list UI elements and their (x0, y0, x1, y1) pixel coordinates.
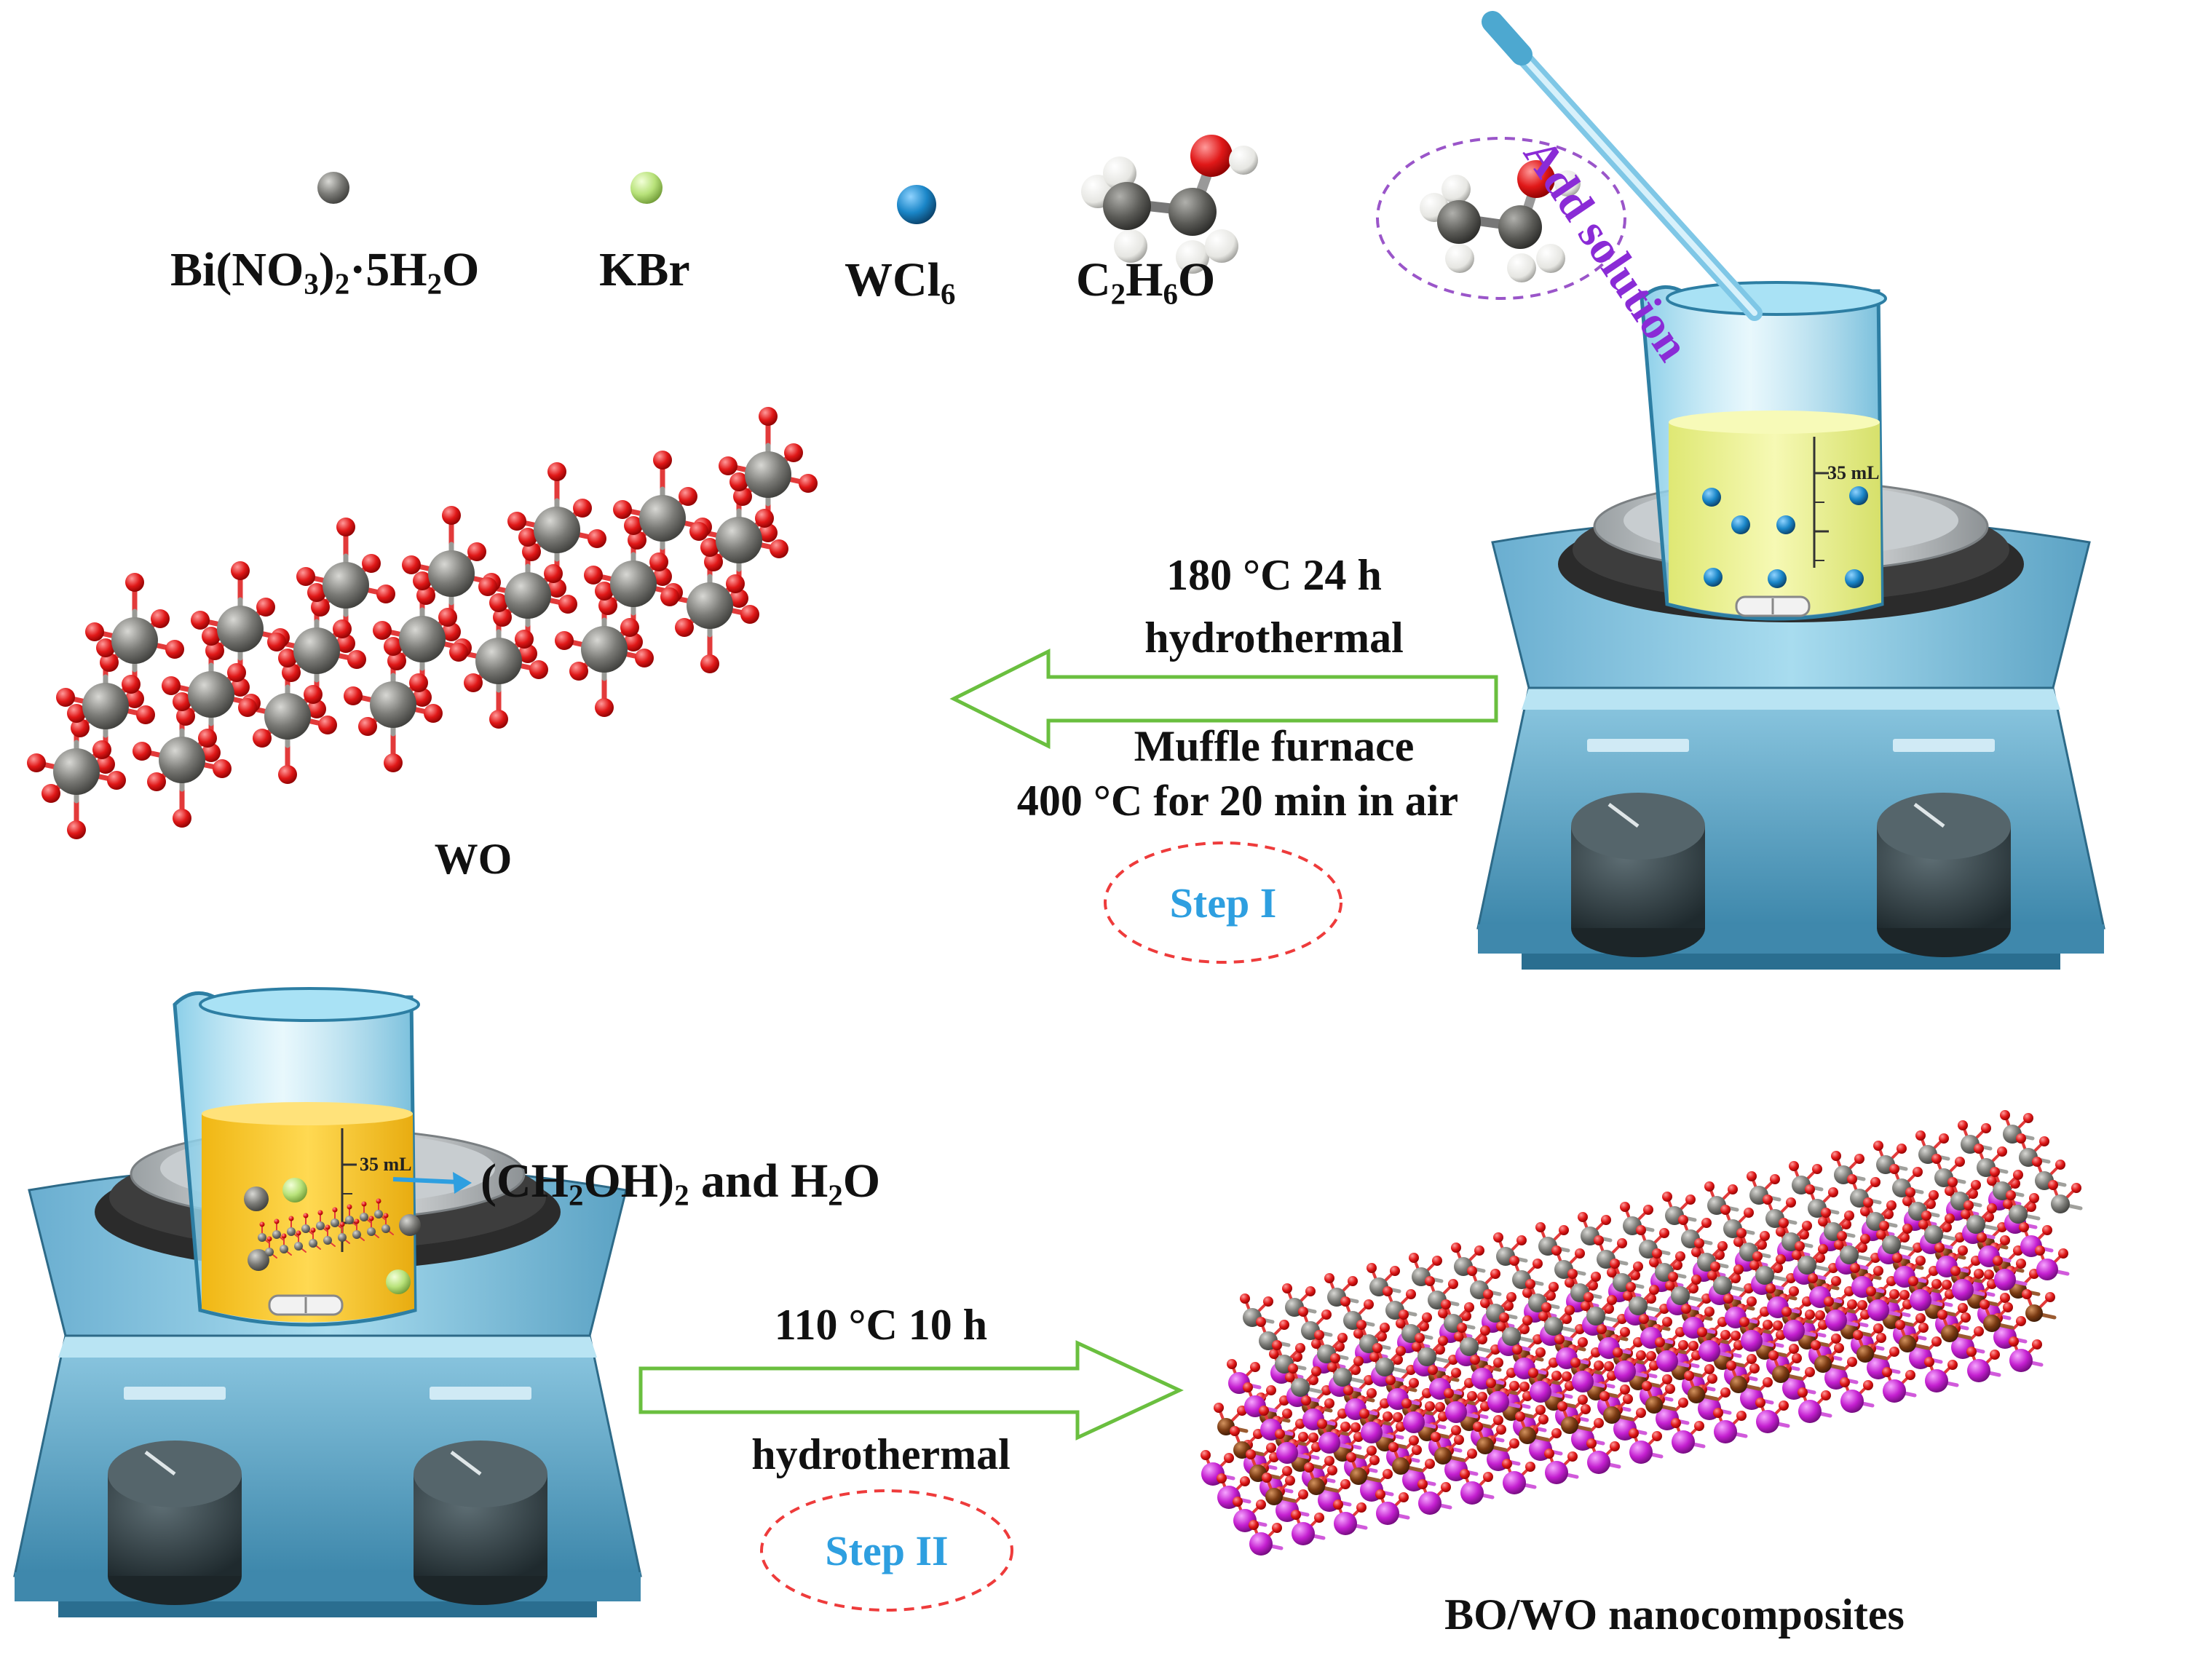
wo-product-label: WO (434, 835, 513, 883)
bowo-nanocomposite-structure (1201, 1110, 2083, 1556)
beaker-2-icon (173, 987, 421, 1327)
step1-furnace-label: Muffle furnace (1134, 722, 1415, 770)
wcl6-label: WCl6 (845, 253, 956, 311)
beaker-1-icon (1640, 281, 1887, 621)
step2-dashed-ellipse (760, 1489, 1013, 1612)
ethanol-molecule-2-icon (1420, 160, 1581, 282)
beaker1-volume-label: 35 mL (1827, 462, 1880, 483)
ethanol-molecule-icon (1081, 135, 1258, 274)
step1-badge: Step I (1169, 879, 1277, 927)
step1-arrow (949, 648, 1498, 750)
pipette-icon (1482, 11, 1763, 321)
step1-dashed-ellipse (1104, 841, 1342, 964)
bi-nitrate-label: Bi(NO3)2·5H2O (170, 243, 480, 301)
bowo-product-label: BO/WO nanocomposites (1444, 1590, 1905, 1639)
solvent-label: (CH2OH)2 and H2O (480, 1154, 881, 1212)
step1-condition-method: hydrothermal (1144, 614, 1404, 662)
step2-badge: Step II (825, 1527, 949, 1574)
kbr-label: KBr (599, 243, 690, 296)
wcl6-atom-icon (897, 185, 936, 224)
solvent-pointer-arrow (392, 1172, 472, 1194)
wo-crystal-structure (27, 407, 818, 839)
beaker2-volume-label: 35 mL (360, 1154, 412, 1175)
ethanol-label: C2H6O (1076, 253, 1216, 311)
step2-arrow (638, 1340, 1184, 1441)
bi-nitrate-atom-icon (317, 172, 349, 204)
kbr-atom-icon (630, 172, 663, 204)
step2-condition-temp: 110 °C 10 h (774, 1301, 988, 1349)
step1-furnace-condition: 400 °C for 20 min in air (1016, 777, 1459, 825)
step1-condition-temp: 180 °C 24 h (1166, 551, 1382, 599)
ethanol-dashed-ellipse (1376, 137, 1626, 300)
step2-condition-method: hydrothermal (751, 1430, 1011, 1478)
